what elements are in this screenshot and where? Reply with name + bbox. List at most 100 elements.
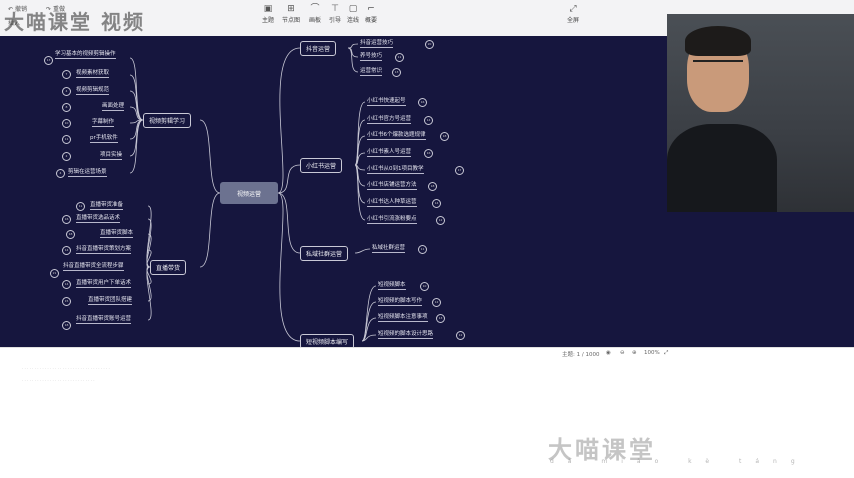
count-badge: 8 (62, 103, 71, 112)
top-watermark: 大喵课堂 视频 (4, 10, 145, 34)
faint-text-line: · · · · · · · · · · · · · · · · · · · · … (22, 378, 95, 383)
leaf-xhs-6[interactable]: 小红书店铺运营方法 (367, 182, 417, 190)
count-badge: 10 (62, 119, 71, 128)
leaf-live-4[interactable]: 抖音直播带货策划方案 (76, 246, 132, 254)
presenter-hair (685, 26, 751, 56)
undo-label: 撤销 (14, 6, 27, 13)
count-badge: 7 (62, 70, 71, 79)
fullscreen-button[interactable]: ⤢全屏 (560, 4, 586, 24)
leaf-live-8[interactable]: 抖音直播带货账号运营 (76, 316, 132, 324)
count-badge: 14 (62, 246, 71, 255)
branch-live[interactable]: 直播带货 (150, 260, 187, 275)
leaf-video-4[interactable]: 画面处理 (102, 103, 125, 111)
count-badge: 11 (395, 53, 404, 62)
undo-button[interactable]: ↶ 撤销 (8, 4, 27, 13)
leaf-video-5[interactable]: 字幕制作 (92, 119, 115, 127)
leaf-live-1[interactable]: 直播带货准备 (90, 202, 124, 210)
count-badge: 18 (66, 230, 75, 239)
leaf-live-7[interactable]: 直播带货团队搭建 (88, 297, 133, 305)
leaf-video-1[interactable]: 学习基本的视频剪辑操作 (55, 51, 116, 59)
curve-icon: ⌒ (310, 4, 320, 14)
leaf-xhs-3[interactable]: 小红书6个爆款选题规律 (367, 132, 426, 140)
count-badge: 2 (62, 152, 71, 161)
leaf-video-2[interactable]: 视频素材获取 (76, 70, 110, 78)
branch-douyin[interactable]: 抖音运营 (300, 41, 337, 56)
leaf-douyin-2[interactable]: 养号技巧 (360, 53, 383, 61)
zoom-level[interactable]: 100% (644, 350, 660, 356)
leaf-community-1[interactable]: 私域社群运营 (372, 245, 406, 253)
leaf-live-2[interactable]: 直播带货选品话术 (76, 215, 121, 223)
webcam-overlay (667, 14, 854, 212)
center-node[interactable]: 视频运营 (220, 182, 278, 204)
summary-icon: ⌐ (367, 4, 375, 14)
branch-xiaohongshu[interactable]: 小红书运营 (300, 158, 343, 173)
count-badge: 16 (62, 215, 71, 224)
count-badge: 18 (440, 132, 449, 141)
count-badge: 13 (392, 68, 401, 77)
count-badge: 13 (44, 56, 53, 65)
glasses-icon (693, 60, 743, 72)
count-badge: 11 (62, 135, 71, 144)
status-bar: 主题: 1 / 1000 ◉ ⊖ ⊕ 100% ⤢ (0, 347, 854, 362)
redo-button[interactable]: ↷ 重做 (46, 4, 65, 13)
link-button[interactable]: ▢连线 (340, 4, 366, 24)
branch-community[interactable]: 私域社群运营 (300, 246, 349, 261)
count-badge: 12 (456, 331, 465, 340)
undo-icon: ↶ (8, 6, 14, 13)
leaf-live-5[interactable]: 抖音直播带货全流程步骤 (63, 263, 124, 271)
leaf-video-8[interactable]: 剪辑在运营场景 (68, 169, 107, 177)
insert-button[interactable]: 插入 (8, 18, 20, 27)
count-badge: 11 (76, 202, 85, 211)
leaf-xhs-7[interactable]: 小红书达人种草运营 (367, 199, 417, 207)
leaf-video-7[interactable]: 项目实操 (100, 152, 123, 160)
zoom-out-icon[interactable]: ⊖ (620, 350, 625, 356)
guide-button[interactable]: ⊤引导 (322, 4, 348, 24)
fit-icon[interactable]: ⤢ (664, 350, 669, 356)
brand-watermark: 大喵课堂 (548, 436, 656, 464)
redo-icon: ↷ (46, 6, 52, 13)
leaf-script-1[interactable]: 短视频脚本 (378, 282, 406, 290)
branch-video-edit[interactable]: 视频剪辑学习 (143, 113, 192, 128)
board-button[interactable]: ⌒画板 (302, 4, 328, 24)
count-badge: 18 (62, 321, 71, 330)
leaf-xhs-1[interactable]: 小红书快速起号 (367, 98, 406, 106)
node-icon: ⊞ (287, 4, 295, 14)
insert-label: 插入 (8, 20, 21, 27)
connector-lines (129, 43, 377, 342)
leaf-script-2[interactable]: 短视频的脚本写作 (378, 298, 423, 306)
brand-pinyin: dà miāo kè táng (550, 458, 809, 465)
leaf-douyin-3[interactable]: 运营常识 (360, 68, 383, 76)
node-button[interactable]: ⊞节点图 (278, 4, 304, 24)
leaf-xhs-8[interactable]: 小红书引流涨粉要点 (367, 216, 417, 224)
count-badge: 4 (62, 87, 71, 96)
leaf-script-3[interactable]: 短视频脚本注意事项 (378, 314, 428, 322)
leaf-script-4[interactable]: 短视频的脚本设计思路 (378, 331, 434, 339)
zoom-in-icon[interactable]: ⊕ (632, 350, 637, 356)
count-badge: 12 (436, 216, 445, 225)
leaf-douyin-1[interactable]: 抖音运营技巧 (360, 40, 394, 48)
topic-count: 主题: 1 / 1000 (562, 352, 600, 358)
count-badge: 4 (56, 169, 65, 178)
count-badge: 11 (418, 245, 427, 254)
leaf-live-6[interactable]: 直播带货用户下单话术 (76, 280, 132, 288)
leaf-video-3[interactable]: 视频剪辑规范 (76, 87, 110, 95)
box-icon: ▢ (348, 4, 358, 14)
count-badge: 15 (62, 297, 71, 306)
count-badge: 14 (424, 116, 433, 125)
leaf-video-6[interactable]: pr手机软件 (90, 135, 118, 143)
leaf-xhs-5[interactable]: 小红书从0到1项目教学 (367, 166, 424, 174)
count-badge: 17 (455, 166, 464, 175)
leaf-live-3[interactable]: 直播带货脚本 (100, 230, 134, 238)
count-badge: 14 (432, 199, 441, 208)
theme-button[interactable]: ▣主题 (255, 4, 281, 24)
count-badge: 12 (432, 298, 441, 307)
leaf-xhs-2[interactable]: 小红书官方号运营 (367, 116, 412, 124)
leaf-xhs-4[interactable]: 小红书素人号运营 (367, 149, 412, 157)
summary-button[interactable]: ⌐概要 (358, 4, 384, 24)
faint-text-line: · · · · · · · · · · · · · · · · · · · · … (22, 366, 110, 371)
guide-icon: ⊤ (331, 4, 339, 14)
count-badge: 16 (424, 149, 433, 158)
presenter-body (667, 124, 777, 212)
branch-script[interactable]: 短视频脚本编写 (300, 334, 355, 347)
eye-icon[interactable]: ◉ (606, 350, 611, 356)
